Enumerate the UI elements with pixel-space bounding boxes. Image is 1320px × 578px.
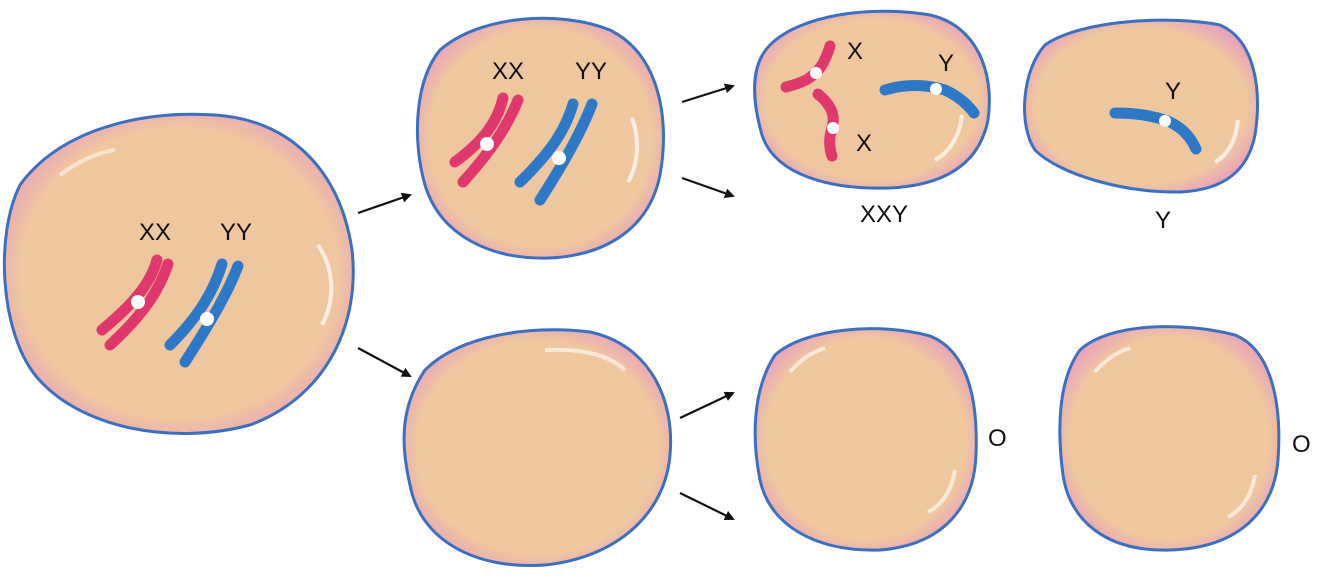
meiosis1-top-x-chromosome [449, 92, 524, 188]
gamete-o-first-membrane [753, 327, 978, 552]
arrow-icon [681, 176, 735, 199]
meiosis1-top-x-centromere [480, 137, 494, 151]
parent-cell-highlight-2 [58, 148, 116, 177]
gamete-xxy-x-upper-label: X [847, 38, 863, 65]
gamete-xxy-caption: XXY [860, 201, 908, 228]
gamete-y-caption: Y [1155, 207, 1171, 234]
gamete-o-first [753, 327, 978, 552]
parent-cell-membrane [2, 112, 355, 435]
gamete-y-highlight [1213, 119, 1240, 164]
gamete-y-y-label: Y [1165, 78, 1181, 105]
parent-x-chromosome [96, 254, 174, 351]
meiosis1-top-yy-label: YY [575, 58, 607, 85]
gamete-o-second-caption: O [1292, 431, 1311, 458]
parent-xx-label: XX [139, 219, 171, 246]
meiosis1-top-membrane [415, 16, 665, 260]
parent-cell-highlight [316, 243, 334, 326]
gamete-xxy: X X Y [753, 9, 991, 190]
gamete-o-second-membrane [1058, 325, 1281, 552]
meiosis1-top-y-centromere [552, 151, 566, 165]
gamete-xxy-x-lower-centromere [827, 122, 839, 134]
gamete-xxy-x-lower-label: X [856, 130, 872, 157]
gamete-xxy-membrane [753, 9, 991, 190]
parent-y-chromosome [164, 258, 244, 368]
gamete-o-first-highlight-2 [927, 469, 957, 514]
gamete-y-membrane [1023, 18, 1259, 194]
arrow-icon [679, 391, 735, 419]
gamete-y-y-centromere [1159, 115, 1171, 127]
arrow-icon [679, 492, 735, 520]
gamete-o-second [1058, 325, 1281, 552]
meiosis1-bottom-highlight [544, 347, 627, 372]
gamete-o-second-highlight-2 [1227, 474, 1257, 519]
gamete-y: Y [1023, 18, 1259, 194]
arrow-icon [357, 347, 412, 377]
arrow-icon [681, 83, 735, 104]
arrow-icon [357, 192, 412, 215]
meiosis1-top-cell: XX YY [415, 16, 665, 260]
gamete-o-first-highlight [788, 346, 826, 374]
meiosis1-top-y-chromosome [514, 98, 598, 206]
parent-x-centromere [131, 295, 145, 309]
gamete-xxy-highlight [933, 114, 964, 162]
parent-y-centromere [200, 312, 214, 326]
gamete-xxy-y-label: Y [938, 50, 954, 77]
meiosis1-bottom-membrane [402, 328, 673, 568]
meiosis1-top-highlight [626, 117, 639, 184]
gamete-o-first-caption: O [988, 425, 1007, 452]
parent-cell: XX YY [2, 112, 355, 435]
gamete-xxy-x-upper-chromosome [780, 40, 836, 93]
parent-yy-label: YY [220, 219, 252, 246]
meiosis1-bottom-cell [402, 328, 673, 568]
gamete-o-second-highlight [1093, 346, 1131, 374]
gamete-xxy-y-centromere [930, 83, 942, 95]
gamete-xxy-x-upper-centromere [810, 67, 822, 79]
gamete-xxy-y-chromosome [879, 80, 980, 119]
meiosis1-top-xx-label: XX [492, 58, 524, 85]
